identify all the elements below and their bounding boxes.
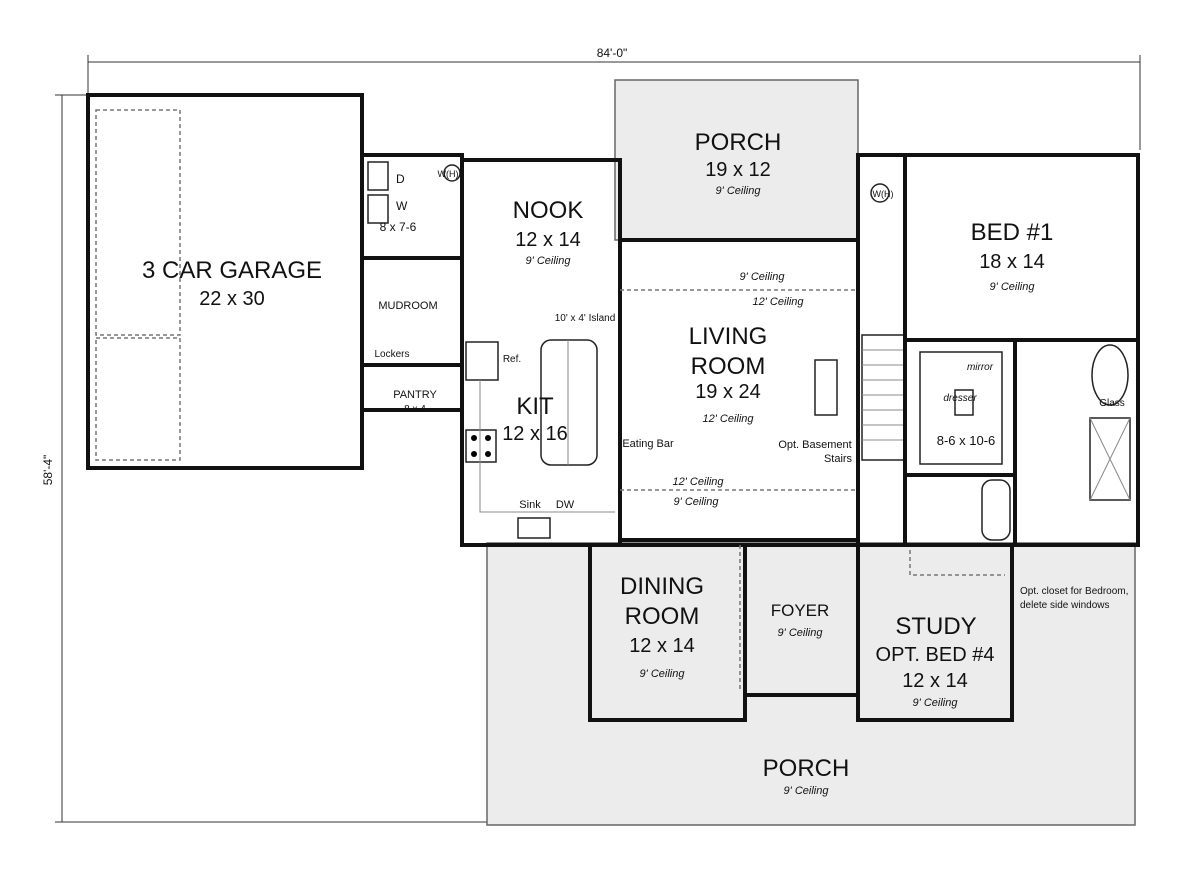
study-size: 12 x 14 xyxy=(902,670,968,692)
fireplace xyxy=(814,359,838,416)
dining-label-2: ROOM xyxy=(625,603,700,630)
dining-ceiling: 9' Ceiling xyxy=(640,668,686,680)
closet-size: 8-6 x 10-6 xyxy=(937,433,996,448)
pantry-label: PANTRY xyxy=(393,389,437,401)
kitchen-size: 12 x 16 xyxy=(502,423,568,445)
water-heater-label: W(H) xyxy=(438,169,459,179)
mudroom-label: MUDROOM xyxy=(378,300,437,312)
stairs-label-2: Stairs xyxy=(824,453,853,465)
study-ceiling: 9' Ceiling xyxy=(913,697,959,709)
bed1-label: BED #1 xyxy=(971,219,1054,246)
lockers-label: Lockers xyxy=(374,349,409,360)
living-label-1: LIVING xyxy=(689,323,768,350)
dresser-label: dresser xyxy=(943,393,977,404)
depth-label: 58'-4" xyxy=(41,455,55,486)
garage-label: 3 CAR GARAGE xyxy=(142,257,322,284)
sink xyxy=(517,517,551,539)
eating-bar-label: Eating Bar xyxy=(622,438,674,450)
stairs xyxy=(861,334,905,461)
living-ceiling-top-b: 12' Ceiling xyxy=(752,296,804,308)
glass-label: Glass xyxy=(1099,398,1125,409)
foyer-label: FOYER xyxy=(771,601,830,620)
closet-note-1: Opt. closet for Bedroom, xyxy=(1020,586,1128,597)
nook-ceiling: 9' Ceiling xyxy=(526,255,572,267)
refrigerator xyxy=(465,341,499,381)
rear-porch-ceiling: 9' Ceiling xyxy=(716,185,762,197)
living-ceiling-bot-a: 12' Ceiling xyxy=(672,476,724,488)
dimension-width: 84'-0" xyxy=(87,46,1141,150)
washer-label: W xyxy=(396,199,408,213)
bed1-size: 18 x 14 xyxy=(979,251,1045,273)
dining-size: 12 x 14 xyxy=(629,635,695,657)
ref-label: Ref. xyxy=(503,354,521,365)
tub xyxy=(1091,344,1129,406)
nook-size: 12 x 14 xyxy=(515,229,581,251)
garage-size: 22 x 30 xyxy=(199,288,265,310)
stairs-label-1: Opt. Basement xyxy=(778,439,851,451)
sink-label: Sink xyxy=(519,499,541,511)
island-label: 10' x 4' Island xyxy=(555,313,616,324)
dining-label-1: DINING xyxy=(620,573,704,600)
study-label: STUDY xyxy=(895,613,976,640)
front-porch-label: PORCH xyxy=(763,755,850,782)
rear-porch-label: PORCH xyxy=(695,129,782,156)
living-size: 19 x 24 xyxy=(695,381,761,403)
laundry-size: 8 x 7-6 xyxy=(380,220,417,234)
dryer-label: D xyxy=(396,172,405,186)
kitchen-label: KIT xyxy=(516,393,554,420)
bathtub xyxy=(981,479,1011,541)
closet-note-2: delete side windows xyxy=(1020,600,1110,611)
width-label: 84'-0" xyxy=(597,46,628,60)
living-ceiling: 12' Ceiling xyxy=(702,413,754,425)
pantry-size: 8 x 4 xyxy=(404,404,426,415)
dimension-depth: 58'-4" xyxy=(41,94,487,823)
study-alt-label: OPT. BED #4 xyxy=(876,644,995,666)
living-ceiling-top-a: 9' Ceiling xyxy=(740,271,786,283)
mirror-label: mirror xyxy=(967,362,994,373)
mudroom-walls xyxy=(360,153,464,412)
bed1-water-heater-label: W(H) xyxy=(873,189,894,199)
bed1-ceiling: 9' Ceiling xyxy=(990,281,1036,293)
dw-label: DW xyxy=(556,499,575,511)
kitchen-island xyxy=(540,339,598,466)
living-ceiling-bot-b: 9' Ceiling xyxy=(674,496,720,508)
rear-porch-size: 19 x 12 xyxy=(705,159,771,181)
study-walls xyxy=(856,543,1014,722)
nook-label: NOOK xyxy=(513,197,584,224)
cooktop xyxy=(465,429,497,463)
front-porch-ceiling: 9' Ceiling xyxy=(784,785,830,797)
living-label-2: ROOM xyxy=(691,353,766,380)
foyer-ceiling: 9' Ceiling xyxy=(778,627,824,639)
